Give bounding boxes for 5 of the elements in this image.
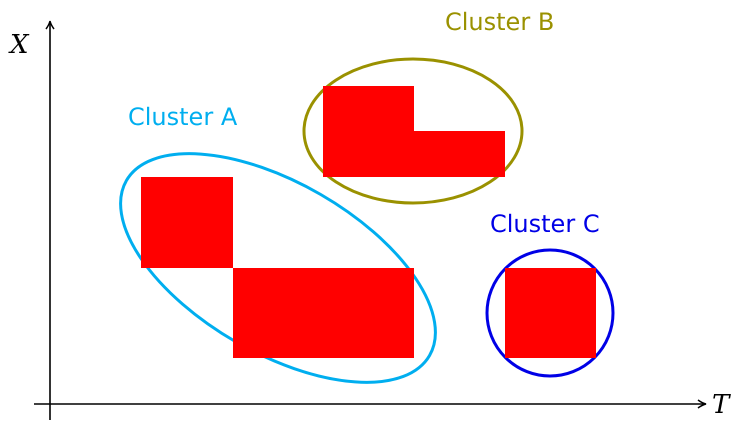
cluster-label: Cluster B: [445, 8, 554, 36]
axis-label: T: [712, 390, 730, 420]
cluster-label: Cluster A: [128, 103, 238, 131]
cluster-label: Cluster C: [490, 210, 600, 238]
axis-label: X: [10, 30, 29, 60]
